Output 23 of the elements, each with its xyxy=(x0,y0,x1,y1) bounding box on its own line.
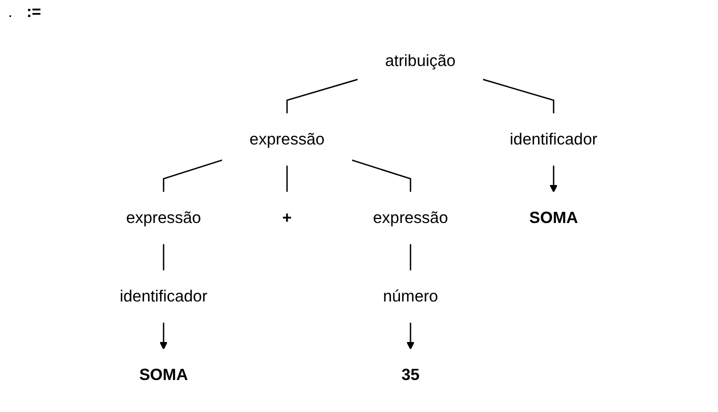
note-text: . xyxy=(8,4,12,22)
node-text: número xyxy=(383,287,438,306)
connector xyxy=(410,244,412,271)
note-text: := xyxy=(26,4,42,22)
node-text: expressão xyxy=(250,130,325,148)
node-text: + xyxy=(282,208,292,227)
node-text: identificador xyxy=(120,287,208,306)
node-text: 35 xyxy=(402,366,420,384)
arrow xyxy=(406,322,415,350)
connector xyxy=(352,159,412,192)
node-text: SOMA xyxy=(530,208,578,227)
node-text: atribuição xyxy=(386,51,456,70)
connector xyxy=(163,244,165,271)
connector xyxy=(286,165,288,192)
node-text: expressão xyxy=(126,208,202,227)
connector xyxy=(286,78,359,114)
arrow xyxy=(160,322,168,350)
node-text: identificador xyxy=(510,130,598,148)
node-text: expressão xyxy=(373,208,448,227)
connector xyxy=(163,159,224,192)
connector xyxy=(482,78,555,114)
node-text: SOMA xyxy=(140,366,188,384)
arrow xyxy=(550,165,558,193)
